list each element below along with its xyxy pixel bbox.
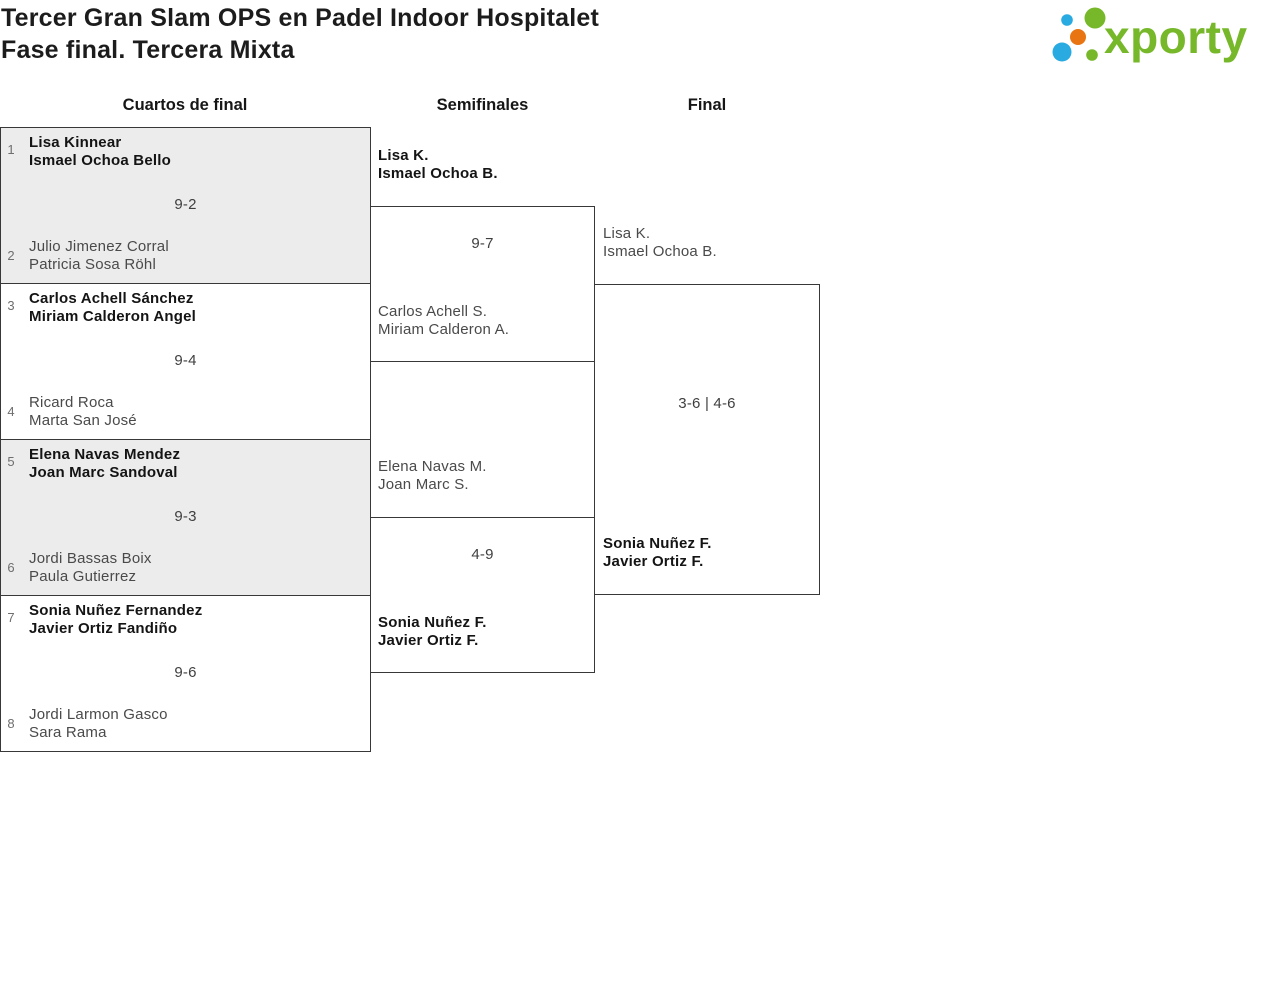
- seed-number: 4: [7, 404, 15, 419]
- seed-number: 1: [7, 142, 15, 157]
- sf-match-1: Lisa K. Ismael Ochoa B. 9-7 Carlos Achel…: [370, 147, 595, 362]
- player-name: Carlos Achell S.: [378, 303, 488, 320]
- player-name: Miriam Calderon A.: [378, 321, 510, 338]
- match-score: 9-6: [174, 664, 197, 681]
- match-score: 9-4: [174, 352, 197, 369]
- final-match: Lisa K. Ismael Ochoa B. 3-6 | 4-6 Sonia …: [594, 225, 820, 595]
- player-name: Lisa Kinnear: [29, 134, 122, 151]
- logo-dots-icon: [1052, 7, 1106, 62]
- page-title-line1: Tercer Gran Slam OPS en Padel Indoor Hos…: [1, 4, 599, 32]
- player-name: Miriam Calderon Angel: [29, 308, 197, 325]
- match-score: 9-3: [174, 508, 197, 525]
- team-pair: Elena Navas M. Joan Marc S.: [378, 458, 487, 494]
- team-pair: Lisa Kinnear Ismael Ochoa Bello: [29, 134, 171, 170]
- team-pair: Sonia Nuñez Fernandez Javier Ortiz Fandi…: [29, 602, 202, 638]
- player-name: Javier Ortiz F.: [378, 632, 479, 649]
- player-name: Sonia Nuñez F.: [378, 614, 487, 631]
- sf-match-2: Elena Navas M. Joan Marc S. 4-9 Sonia Nu…: [370, 458, 595, 673]
- seed-number: 8: [7, 716, 15, 731]
- player-name: Elena Navas M.: [378, 458, 487, 475]
- match-score: 9-7: [471, 235, 494, 252]
- player-name: Jordi Larmon Gasco: [29, 706, 168, 723]
- player-name: Sonia Nuñez F.: [603, 535, 712, 552]
- team-pair: Lisa K. Ismael Ochoa B.: [378, 147, 498, 183]
- team-pair: Carlos Achell S. Miriam Calderon A.: [378, 303, 509, 339]
- player-name: Joan Marc Sandoval: [29, 464, 178, 481]
- player-name: Ismael Ochoa Bello: [29, 152, 171, 169]
- seed-number: 6: [7, 560, 15, 575]
- player-name: Javier Ortiz F.: [603, 553, 704, 570]
- player-name: Ismael Ochoa B.: [378, 165, 498, 182]
- seed-number: 3: [7, 298, 15, 313]
- page-title-line2: Fase final. Tercera Mixta: [1, 36, 295, 64]
- player-name: Javier Ortiz Fandiño: [29, 620, 178, 637]
- player-name: Patricia Sosa Röhl: [29, 256, 156, 273]
- qf-match-1: 1 Lisa Kinnear Ismael Ochoa Bello 9-2 2 …: [0, 127, 371, 284]
- team-pair: Julio Jimenez Corral Patricia Sosa Röhl: [29, 238, 169, 274]
- qf-match-4: 7 Sonia Nuñez Fernandez Javier Ortiz Fan…: [0, 595, 371, 752]
- player-name: Paula Gutierrez: [29, 568, 137, 585]
- player-name: Ricard Roca: [29, 394, 114, 411]
- player-name: Ismael Ochoa B.: [603, 243, 717, 260]
- match-score: 9-2: [174, 196, 197, 213]
- team-pair: Elena Navas Mendez Joan Marc Sandoval: [29, 446, 180, 482]
- team-pair: Jordi Larmon Gasco Sara Rama: [29, 706, 168, 742]
- seed-number: 2: [7, 248, 15, 263]
- player-name: Lisa K.: [603, 225, 651, 242]
- player-name: Sara Rama: [29, 724, 107, 741]
- page-title: Tercer Gran Slam OPS en Padel Indoor Hos…: [1, 2, 761, 66]
- player-name: Joan Marc S.: [378, 476, 469, 493]
- player-name: Julio Jimenez Corral: [29, 238, 169, 255]
- player-name: Jordi Bassas Boix: [29, 550, 152, 567]
- match-score: 4-9: [471, 546, 494, 563]
- player-name: Marta San José: [29, 412, 137, 429]
- logo-text: xporty: [1104, 11, 1248, 63]
- round-header-final: Final: [687, 96, 727, 114]
- player-name: Sonia Nuñez Fernandez: [29, 602, 203, 619]
- player-name: Elena Navas Mendez: [29, 446, 181, 463]
- team-pair: Carlos Achell Sánchez Miriam Calderon An…: [29, 290, 196, 326]
- team-pair: Lisa K. Ismael Ochoa B.: [603, 225, 717, 261]
- team-pair: Sonia Nuñez F. Javier Ortiz F.: [603, 535, 712, 571]
- round-header-quarterfinals: Cuartos de final: [122, 96, 248, 114]
- qf-match-3: 5 Elena Navas Mendez Joan Marc Sandoval …: [0, 439, 371, 596]
- team-pair: Sonia Nuñez F. Javier Ortiz F.: [378, 614, 487, 650]
- round-header-semifinals: Semifinales: [436, 96, 529, 114]
- team-pair: Jordi Bassas Boix Paula Gutierrez: [29, 550, 152, 586]
- match-score: 3-6 | 4-6: [678, 395, 736, 412]
- xporty-logo[interactable]: xporty: [1048, 4, 1276, 82]
- seed-number: 7: [7, 610, 15, 625]
- qf-match-2: 3 Carlos Achell Sánchez Miriam Calderon …: [0, 283, 371, 440]
- seed-number: 5: [7, 454, 15, 469]
- player-name: Lisa K.: [378, 147, 429, 164]
- player-name: Carlos Achell Sánchez: [29, 290, 194, 307]
- team-pair: Ricard Roca Marta San José: [29, 394, 137, 430]
